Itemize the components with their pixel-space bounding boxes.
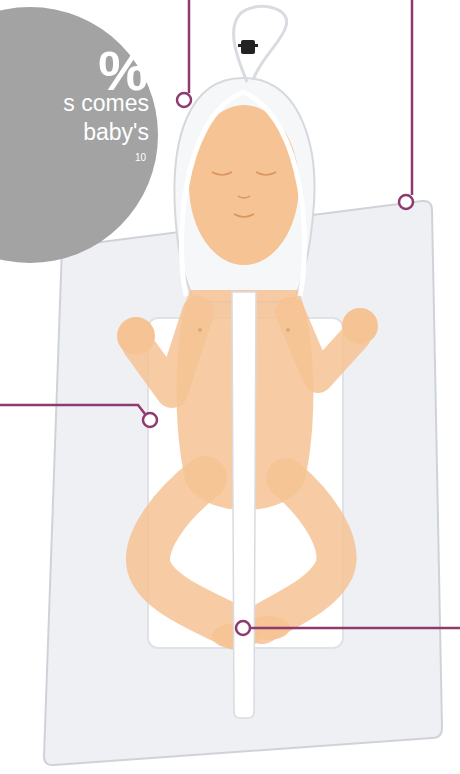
hood bbox=[174, 78, 314, 302]
eye bbox=[212, 172, 232, 175]
leader-line bbox=[188, 0, 191, 93]
right-fist bbox=[342, 308, 378, 344]
leader-line bbox=[250, 627, 460, 630]
toggle bbox=[238, 44, 258, 47]
leader-dot bbox=[143, 413, 157, 427]
left-fist bbox=[117, 317, 155, 355]
stat-text: s comes baby's bbox=[54, 89, 149, 147]
front-strip bbox=[232, 292, 256, 718]
leader-line bbox=[0, 405, 145, 414]
leader-line bbox=[411, 0, 414, 195]
eye bbox=[256, 172, 276, 175]
nipple bbox=[286, 328, 290, 332]
hood-rim bbox=[182, 92, 305, 296]
nipple bbox=[198, 328, 202, 332]
mouth bbox=[234, 214, 254, 217]
stat-circle: %s comes baby's10 bbox=[0, 7, 158, 263]
leader-dot bbox=[177, 93, 191, 107]
drawstring bbox=[234, 6, 287, 82]
reference-number: 10 bbox=[106, 153, 146, 163]
leader-dot bbox=[236, 621, 250, 635]
leader-dot bbox=[399, 195, 413, 209]
nose bbox=[238, 196, 250, 198]
